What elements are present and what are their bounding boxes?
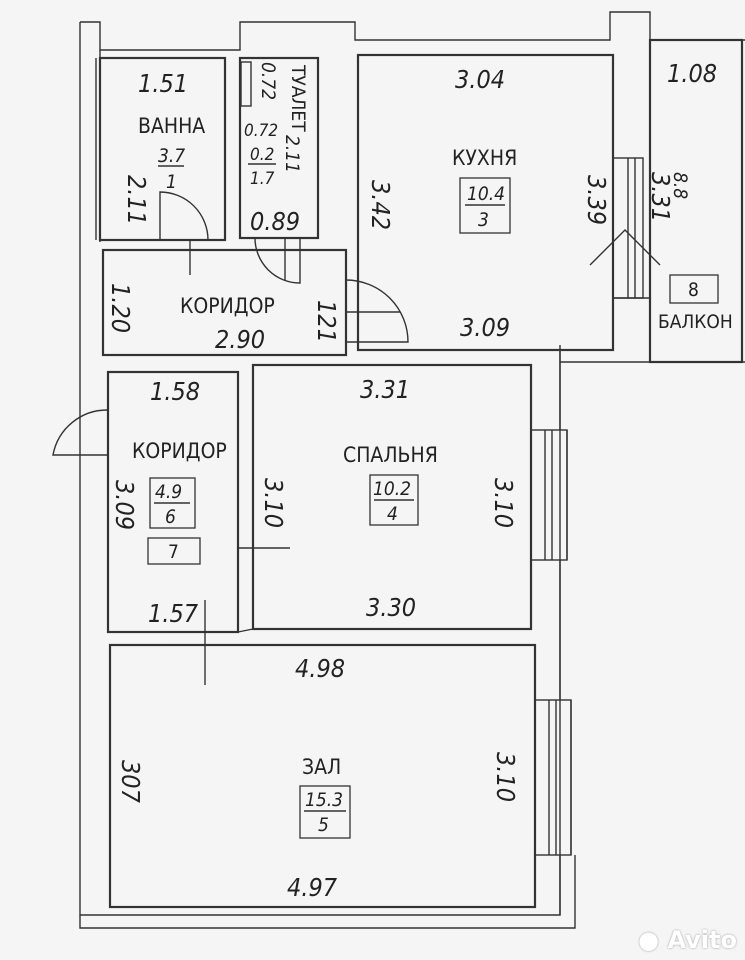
bath-walls: [98, 56, 227, 242]
watermark-text: Avito: [667, 926, 737, 954]
room-bedroom: 3.31 СПАЛЬНЯ 10.2 4 3.10 3.10 3.30: [259, 375, 518, 622]
kitchen-dim-bottom: 3.09: [460, 313, 510, 342]
bedroom-dim-left: 3.10: [259, 478, 288, 528]
balcony-walls: [648, 38, 744, 364]
kitchen-name: КУХНЯ: [452, 146, 517, 170]
toilet-walls: [238, 56, 320, 240]
toilet-dim-c: 0.2: [250, 145, 274, 165]
balcony-name: БАЛКОН: [658, 311, 733, 333]
room-corridor-bottom: 1.58 КОРИДОР 3.09 4.9 6 7 1.57: [110, 377, 227, 628]
room-hall: 4.98 ЗАЛ 15.3 5 307 3.10 4.97: [116, 654, 520, 902]
bedroom-dim-top: 3.31: [360, 375, 410, 404]
hall-dim-left: 307: [116, 760, 145, 804]
bedroom-walls: [251, 363, 533, 631]
doors: [52, 191, 661, 685]
room-balcony: 1.08 8.8 3.31 8 БАЛКОН: [646, 59, 733, 333]
bedroom-number: 4: [387, 503, 398, 525]
kitchen-door-icon: [345, 279, 409, 343]
bath-name: ВАННА: [138, 114, 205, 138]
balcony-dim-side: 3.31: [646, 172, 675, 222]
kitchen-dim-left: 3.42: [366, 180, 395, 230]
corridor-bottom-extra-number: 7: [168, 541, 179, 563]
room-toilet: ТУАЛЕТ 2.11 0.72 0.72 0.2 1.7 0.89: [244, 62, 309, 236]
room-bath: 1.51 2.11 ВАННА 3.7 1: [122, 69, 205, 225]
balcony-dim-top: 1.08: [667, 59, 717, 88]
corridor-bottom-area: 4.9: [155, 481, 182, 503]
bedroom-dim-right: 3.10: [489, 478, 518, 528]
kitchen-dim-right: 3.39: [582, 175, 611, 225]
balcony-area: 8.8: [669, 172, 691, 199]
toilet-dim-bottom: 0.89: [250, 207, 300, 236]
corridor-bottom-name: КОРИДОР: [132, 439, 227, 463]
hall-area: 15.3: [305, 789, 343, 811]
corridor-bottom-number: 6: [165, 506, 176, 528]
balcony-door-icon: [589, 229, 661, 266]
hall-dim-bottom: 4.97: [287, 873, 338, 902]
corridor-bottom-walls: [106, 370, 240, 634]
toilet-dim-side: 2.11: [281, 135, 303, 173]
bath-door-icon: [159, 191, 209, 241]
hall-number: 5: [318, 814, 329, 836]
bedroom-name: СПАЛЬНЯ: [343, 443, 438, 467]
bath-number: 1: [166, 171, 177, 193]
room-kitchen: 3.04 3.42 3.39 КУХНЯ 10.4 3 3.09: [366, 65, 611, 342]
kitchen-number: 3: [478, 209, 489, 231]
bedroom-dim-bottom: 3.30: [366, 593, 416, 622]
bath-dim-left: 2.11: [122, 175, 151, 225]
corridor-bottom-dim-top: 1.58: [150, 377, 200, 406]
toilet-door-icon: [254, 237, 301, 284]
corridor-top-dim-right: 121: [312, 300, 341, 343]
toilet-dim-d: 1.7: [250, 169, 275, 189]
hall-dim-right: 3.10: [491, 752, 520, 802]
bath-dim-top: 1.51: [138, 69, 188, 98]
hall-name: ЗАЛ: [302, 755, 341, 779]
corridor-bottom-dim-left: 3.09: [110, 480, 139, 530]
corridor-top-name: КОРИДОР: [180, 294, 275, 318]
entrance-door-icon: [52, 409, 109, 456]
corridor-top-dim-bottom: 2.90: [215, 325, 265, 354]
avito-watermark: ● Avito: [638, 926, 737, 954]
bath-area: 3.7: [158, 145, 185, 167]
corridor-top-dim-left: 1.20: [106, 283, 135, 333]
toilet-name: ТУАЛЕТ: [287, 64, 309, 132]
balcony-number: 8: [688, 279, 699, 301]
corridor-top-walls: [101, 248, 348, 357]
bedroom-area: 10.2: [373, 478, 411, 500]
corridor-bottom-dim-bottom: 1.57: [148, 599, 199, 628]
kitchen-dim-top: 3.04: [455, 65, 505, 94]
kitchen-area: 10.4: [467, 183, 505, 205]
hall-dim-top: 4.98: [295, 654, 345, 683]
toilet-dim-b: 0.72: [244, 121, 278, 141]
avito-logo-icon: ●: [638, 926, 660, 954]
room-corridor-top: 1.20 КОРИДОР 2.90 121: [106, 283, 341, 354]
toilet-dim-a: 0.72: [257, 62, 279, 100]
walls: [79, 11, 745, 929]
